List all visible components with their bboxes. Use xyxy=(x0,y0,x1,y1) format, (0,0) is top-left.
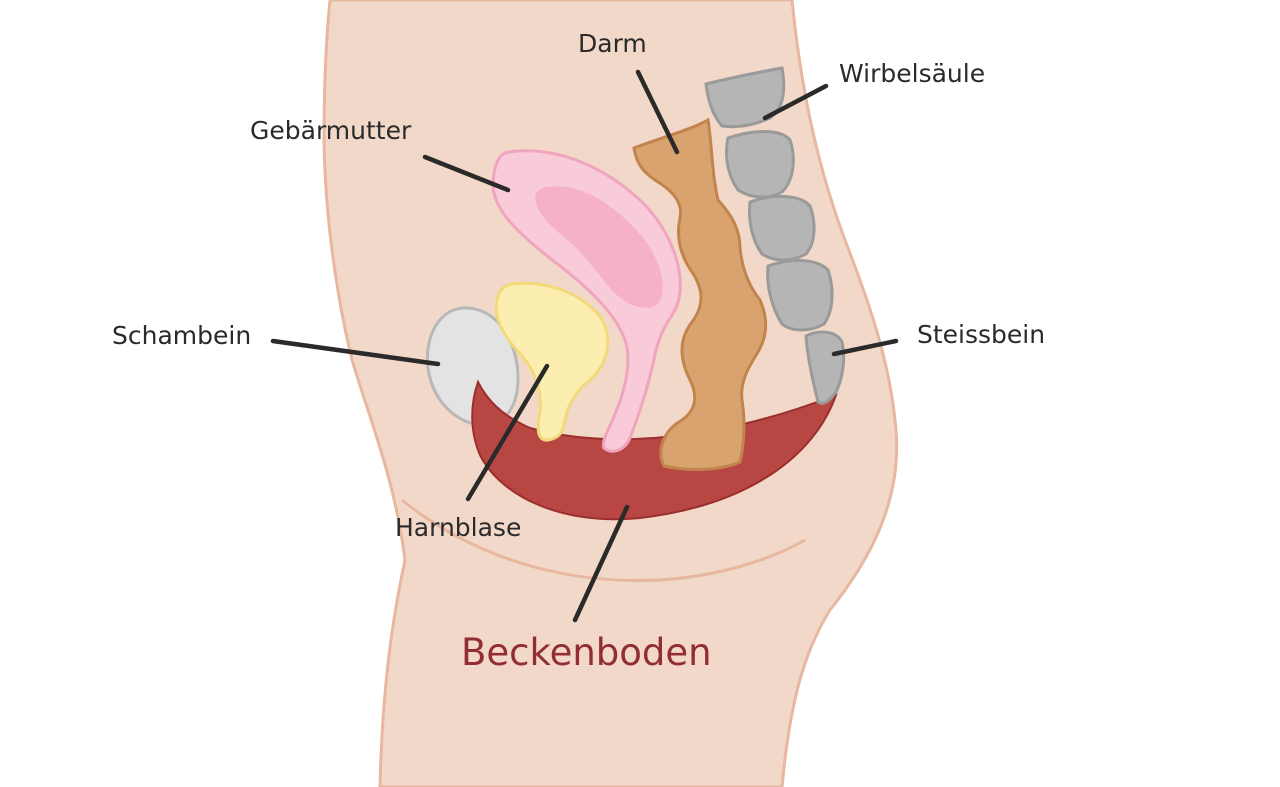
leader-line-schambein xyxy=(270,338,441,367)
spine xyxy=(704,66,846,405)
label-steissbein: Steissbein xyxy=(917,320,1045,349)
leader-line-gebaermutter xyxy=(422,154,511,193)
leader-line-wirbelsaeule xyxy=(762,83,829,121)
bowel xyxy=(632,117,768,471)
bladder xyxy=(494,281,610,442)
coccyx xyxy=(804,330,846,405)
label-schambein: Schambein xyxy=(112,321,251,350)
skin-fold xyxy=(401,498,806,583)
label-darm: Darm xyxy=(578,29,647,58)
vertebra xyxy=(748,194,816,262)
leader-line-beckenboden xyxy=(572,504,630,623)
label-wirbelsaeule: Wirbelsäule xyxy=(839,59,985,88)
uterus xyxy=(491,149,682,453)
vertebra xyxy=(704,66,786,129)
leader-line-harnblase xyxy=(465,363,550,502)
label-harnblase: Harnblase xyxy=(395,513,521,542)
vertebra xyxy=(766,258,834,332)
label-beckenboden: Beckenboden xyxy=(461,631,712,674)
vertebra xyxy=(724,130,795,199)
leader-line-darm xyxy=(635,69,680,155)
uterus-cavity xyxy=(535,186,663,308)
leader-line-steissbein xyxy=(831,338,899,357)
label-gebaermutter: Gebärmutter xyxy=(250,116,412,145)
